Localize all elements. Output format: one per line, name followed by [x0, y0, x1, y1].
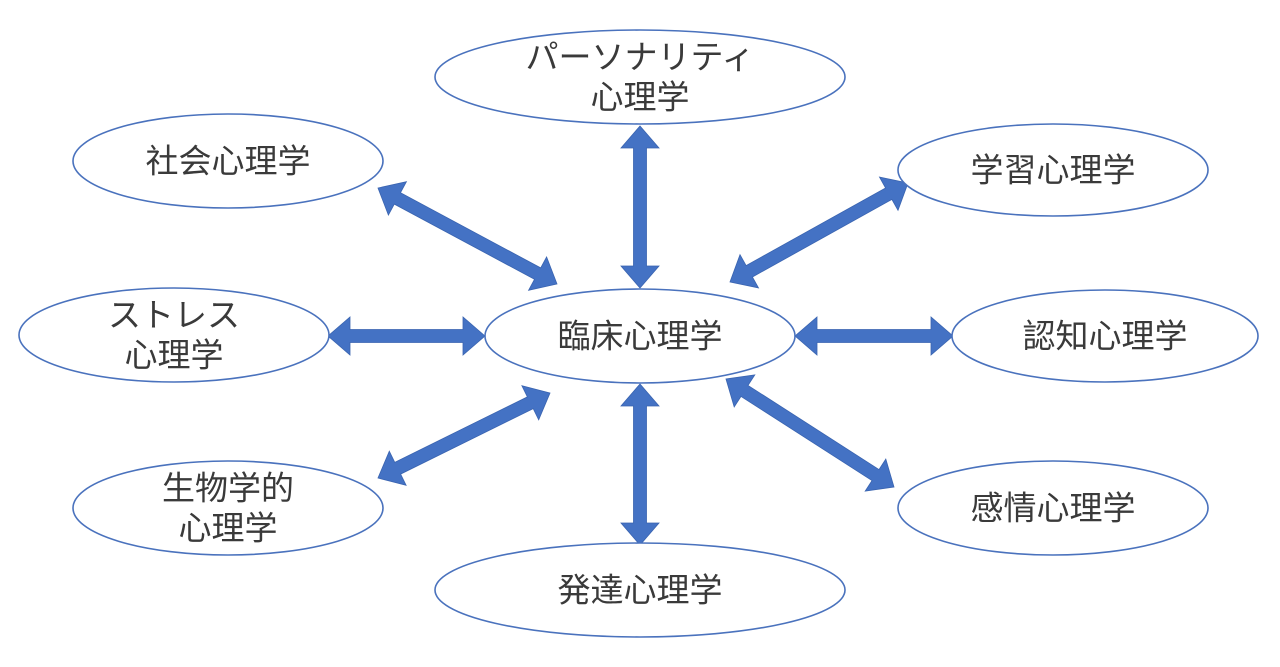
double-arrow-clinical-emotion — [725, 374, 895, 492]
node-ellipse-learning — [897, 123, 1209, 217]
node-ellipse-developmental — [434, 542, 846, 638]
double-arrow-clinical-learning — [729, 176, 909, 289]
node-ellipse-cognitive — [951, 289, 1259, 383]
node-label-clinical: 臨床心理学 — [558, 317, 723, 356]
double-arrow-clinical-biological — [377, 385, 551, 486]
node-learning: 学習心理学 — [897, 123, 1209, 217]
node-label-personality: 心理学 — [591, 78, 690, 117]
node-label-stress: 心理学 — [125, 336, 224, 375]
arrows-layer — [327, 125, 954, 546]
double-arrow-clinical-stress — [327, 316, 486, 356]
double-arrow-clinical-social — [377, 181, 558, 291]
node-ellipse-stress — [18, 287, 330, 383]
double-arrow-clinical-personality — [620, 125, 660, 289]
node-ellipse-personality — [434, 29, 846, 125]
node-label-stress: ストレス — [108, 296, 240, 335]
node-clinical: 臨床心理学 — [484, 288, 796, 384]
double-arrow-clinical-cognitive — [794, 316, 954, 356]
node-social: 社会心理学 — [72, 113, 384, 209]
node-label-emotion: 感情心理学 — [971, 489, 1136, 528]
node-ellipse-social — [72, 113, 384, 209]
node-label-social: 社会心理学 — [146, 142, 311, 181]
node-cognitive: 認知心理学 — [951, 289, 1259, 383]
node-ellipse-clinical — [484, 288, 796, 384]
node-emotion: 感情心理学 — [897, 460, 1209, 556]
node-ellipse-biological — [72, 460, 384, 556]
node-ellipse-emotion — [897, 460, 1209, 556]
node-label-cognitive: 認知心理学 — [1023, 317, 1188, 356]
node-developmental: 発達心理学 — [434, 542, 846, 638]
node-label-biological: 生物学的 — [162, 469, 294, 508]
node-label-personality: パーソナリティ — [525, 38, 754, 77]
double-arrow-clinical-developmental — [620, 383, 660, 546]
node-label-learning: 学習心理学 — [971, 151, 1136, 190]
node-label-biological: 心理学 — [179, 509, 278, 548]
node-label-developmental: 発達心理学 — [558, 571, 723, 610]
nodes-layer: 臨床心理学パーソナリティ心理学社会心理学学習心理学ストレス心理学認知心理学生物学… — [18, 29, 1259, 638]
